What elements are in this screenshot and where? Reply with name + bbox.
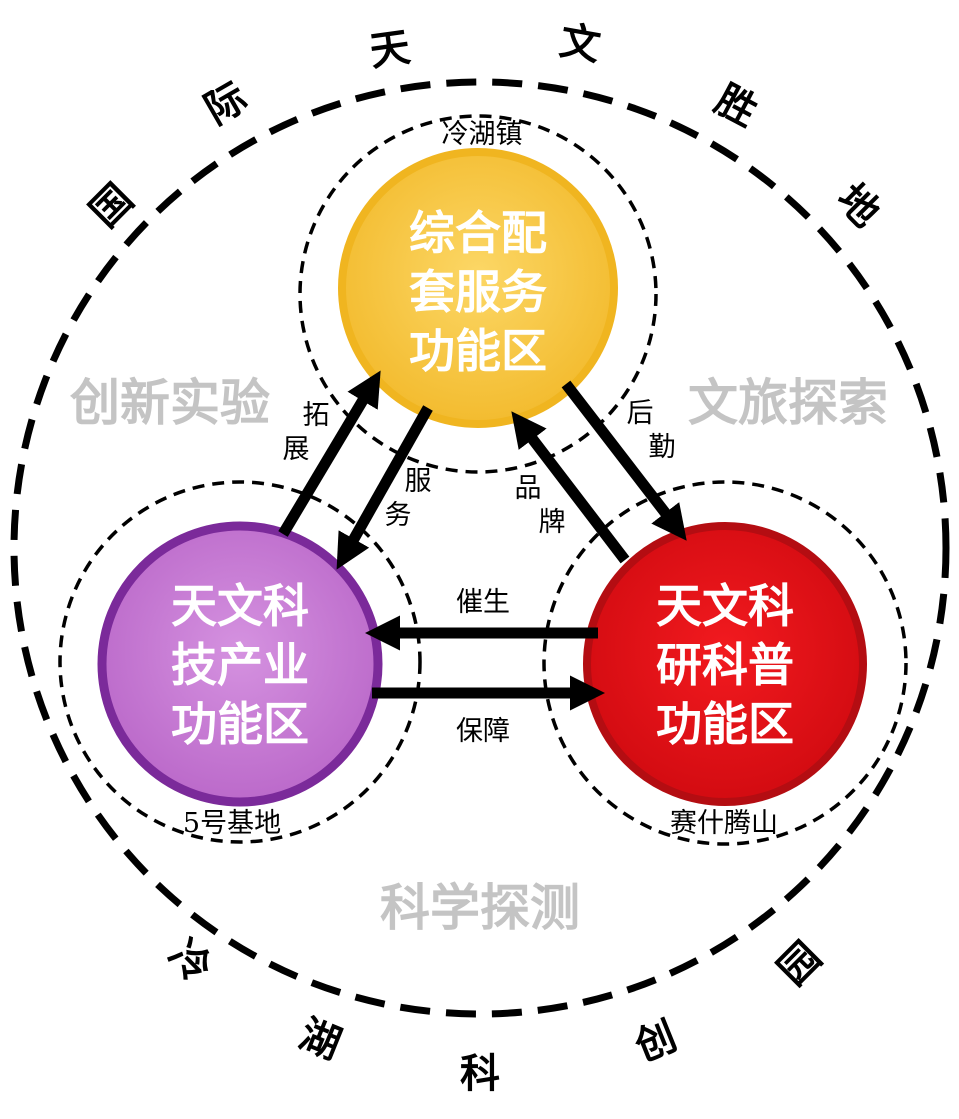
flow-guarantee: 保障 [456, 716, 510, 747]
zone-right-line-1: 天文科 [656, 579, 794, 633]
zone-right-circle [583, 522, 867, 806]
zone-top-line-1: 综合配 [409, 206, 547, 260]
zone-top-circle [338, 148, 618, 428]
flow-expand-char-1: 拓 [303, 400, 330, 431]
flow-serve-char-2: 务 [385, 500, 412, 531]
ring-top-char-2: 际 [197, 74, 255, 134]
theme-right: 文旅探索 [688, 374, 888, 432]
zone-right-location: 赛什腾山 [670, 808, 778, 839]
flow-catalyze: 催生 [456, 587, 510, 618]
ring-top-char-1: 国 [82, 176, 143, 237]
right-zone-boundary [542, 480, 908, 846]
ring-top-char-5: 胜 [708, 76, 765, 135]
ring-bottom-char-4: 创 [629, 1013, 683, 1071]
flow-logistics-char-2: 勤 [649, 432, 676, 463]
theme-left: 创新实验 [70, 374, 270, 432]
flow-brand-char-1: 品 [515, 473, 542, 504]
zone-top-line-3: 功能区 [409, 324, 547, 378]
zone-right-line-3: 功能区 [656, 697, 794, 751]
zone-right: 天文科 研科普 功能区 [583, 522, 867, 806]
flow-brand-char-2: 牌 [539, 507, 566, 538]
zone-top-line-2: 套服务 [409, 265, 547, 319]
ring-bottom-char-3: 科 [460, 1051, 500, 1097]
ring-bottom-char-5: 园 [770, 934, 831, 995]
zone-left-circle [97, 521, 383, 807]
zone-right-line-2: 研科普 [656, 638, 794, 692]
top-zone-boundary [298, 114, 658, 474]
arrow-brand [511, 411, 630, 564]
ring-top-char-3: 天 [367, 24, 413, 75]
ring-top-char-4: 文 [556, 18, 603, 70]
zone-left-location: 5号基地 [183, 808, 281, 839]
arrow-serve [336, 405, 433, 570]
zone-top-location: 冷湖镇 [442, 119, 523, 150]
ring-top-char-6: 地 [828, 176, 889, 237]
ring-bottom-char-1: 冷 [160, 932, 221, 993]
flow-serve-char-1: 服 [405, 466, 432, 497]
zone-left-line-3: 功能区 [171, 697, 309, 751]
zone-top: 综合配 套服务 功能区 [338, 148, 618, 428]
arrow-expand [278, 370, 381, 537]
left-zone-boundary [58, 480, 422, 844]
ring-bottom-char-2: 湖 [293, 1011, 347, 1069]
zone-left-line-2: 技产业 [171, 638, 309, 692]
theme-bottom: 科学探测 [380, 879, 580, 937]
flow-expand-char-2: 展 [283, 434, 310, 465]
flow-logistics-char-1: 后 [627, 398, 654, 429]
zone-left-line-1: 天文科 [171, 579, 309, 633]
zone-left: 天文科 技产业 功能区 [97, 521, 383, 807]
outer-boundary-ring [10, 78, 950, 1018]
arrow-logistics [561, 380, 687, 541]
